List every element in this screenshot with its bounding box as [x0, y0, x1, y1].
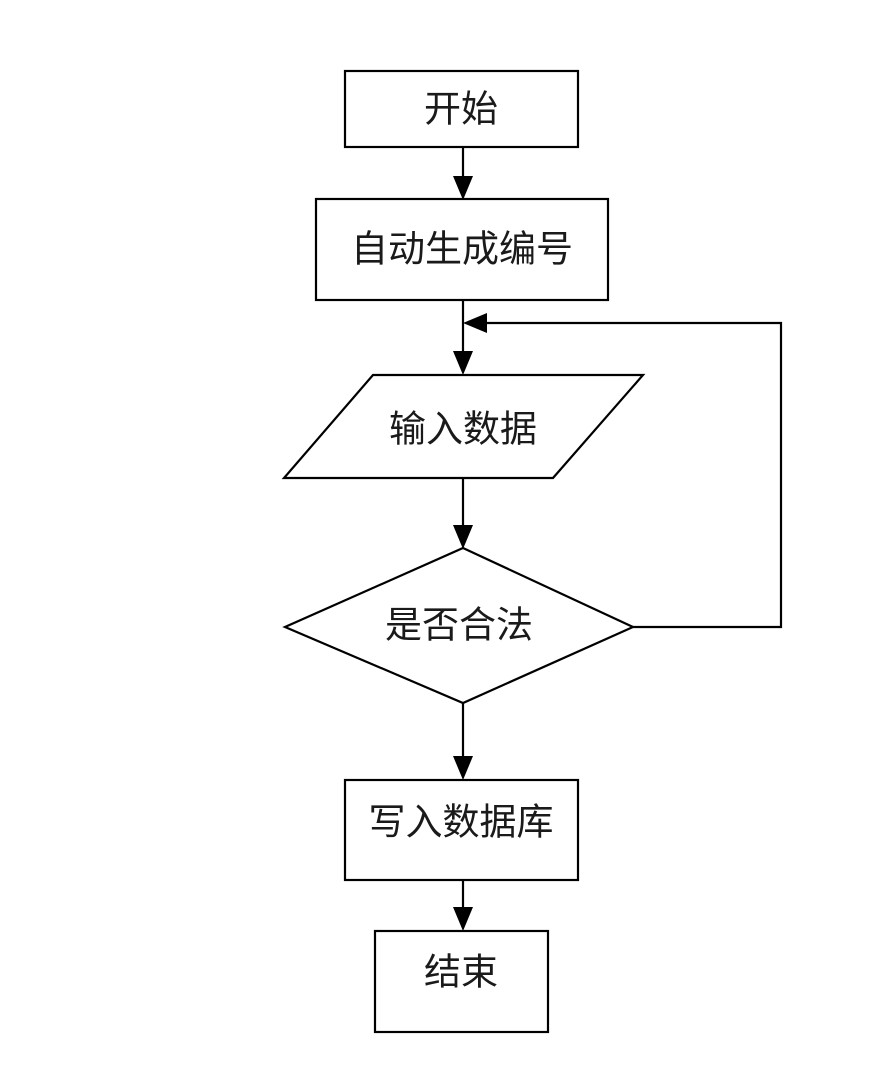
node-shape-write-db[interactable]	[343, 778, 580, 882]
node-shape-start[interactable]	[343, 69, 580, 149]
edge-start-to-auto-number	[453, 147, 473, 200]
node-shape-is-valid[interactable]	[282, 546, 636, 705]
edge-is-valid-to-write-db	[453, 703, 473, 780]
edge-auto-number-to-input-data	[453, 300, 473, 375]
node-shape-input-data[interactable]	[281, 373, 646, 480]
edge-is-valid-loop-back-to-input-data	[463, 313, 783, 629]
edge-write-db-to-end	[453, 880, 473, 931]
node-shape-end[interactable]	[373, 929, 550, 1034]
node-shape-auto-number[interactable]	[314, 197, 610, 302]
edge-input-data-to-is-valid	[453, 478, 473, 549]
